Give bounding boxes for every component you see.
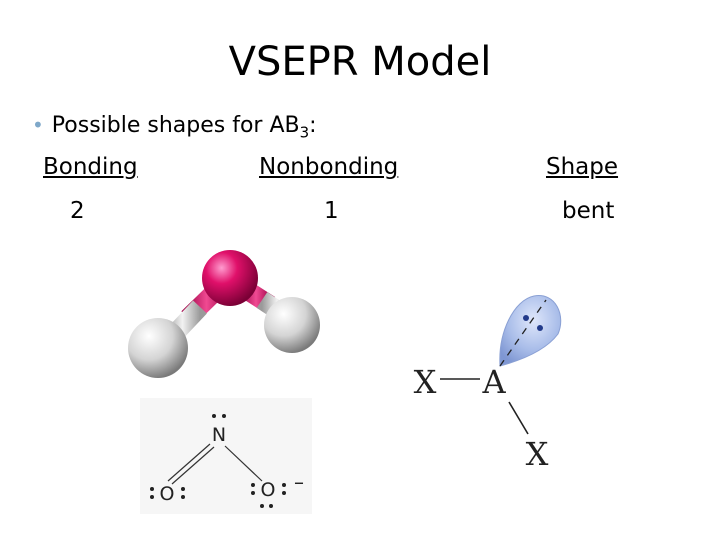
bullet-text: Possible shapes for AB (51, 113, 300, 138)
lewis-lone-pairs (150, 414, 286, 508)
bullet-item: • Possible shapes for AB3: (32, 108, 317, 149)
lewis-right-atom: O (261, 479, 276, 501)
bullet-subscript: 3 (299, 123, 310, 142)
lewis-center-atom: N (212, 424, 226, 446)
lewis-charge: – (294, 470, 304, 494)
central-atom-a: A (481, 363, 506, 401)
value-nonbonding: 1 (324, 198, 339, 224)
lone-pair-axis (499, 299, 547, 367)
value-bonding: 2 (70, 198, 85, 224)
header-shape: Shape (546, 154, 619, 180)
bond-a-x-diagonal (508, 401, 529, 435)
lewis-left-atom: O (160, 483, 175, 505)
bullet-suffix: : (309, 113, 317, 138)
lone-pair-lobe (499, 295, 562, 367)
central-atom-sphere (202, 250, 258, 306)
outer-atom-sphere-left (128, 318, 188, 378)
bullet-dot-icon: • (32, 113, 44, 137)
ligand-x-left: X (414, 363, 437, 401)
ligand-x-lower: X (526, 435, 549, 473)
lewis-bonds (167, 443, 263, 485)
outer-atom-sphere-right (264, 297, 320, 353)
lone-pair-electron-2 (537, 325, 543, 331)
header-nonbonding: Nonbonding (259, 154, 399, 180)
value-shape: bent (562, 198, 615, 224)
header-bonding: Bonding (43, 154, 138, 180)
lone-pair-electron-1 (523, 315, 529, 321)
slide-title: VSEPR Model (228, 39, 492, 85)
